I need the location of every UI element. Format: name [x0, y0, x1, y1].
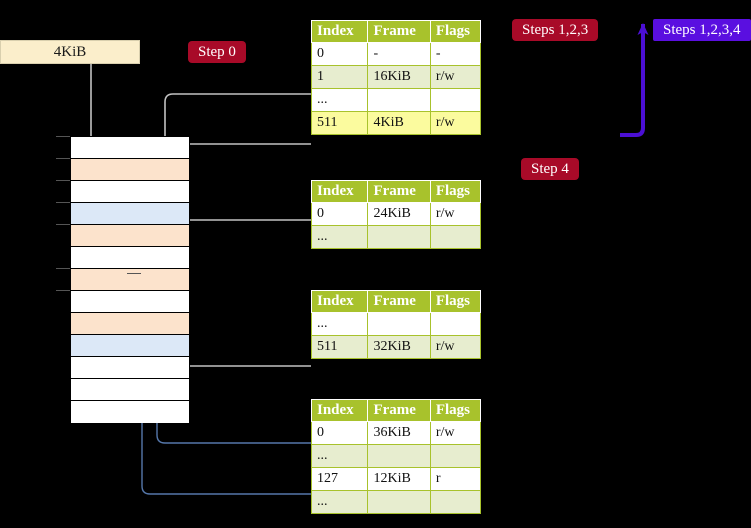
steps-123-label: Steps 1,2,3: [512, 19, 599, 41]
cell-flags: r/w: [429, 335, 482, 359]
cell-frame: 4KiB: [367, 111, 431, 135]
memory-row: [71, 203, 189, 225]
cell-flags: [429, 225, 482, 249]
cell-index: ...: [310, 312, 369, 336]
cell-frame: [367, 88, 431, 112]
memory-tick: [56, 268, 70, 269]
col-index: Index: [310, 180, 369, 203]
table-row[interactable]: ...: [310, 312, 482, 336]
col-frame: Frame: [367, 20, 431, 43]
physical-memory-column: [70, 136, 190, 423]
cell-index: 1: [310, 65, 369, 89]
steps-1234-label: Steps 1,2,3,4: [653, 19, 751, 41]
col-frame: Frame: [367, 399, 431, 422]
memory-row: [71, 225, 189, 247]
table-row[interactable]: 511 32KiB r/w: [310, 335, 482, 359]
cell-frame: [367, 444, 431, 468]
table-row[interactable]: 0 - -: [310, 42, 482, 66]
memory-tick: [56, 136, 70, 137]
cell-flags: r/w: [429, 111, 482, 135]
cell-index: ...: [310, 88, 369, 112]
memory-row: [71, 357, 189, 379]
table-row[interactable]: ...: [310, 490, 482, 514]
wire-t2row0-to-memory: [171, 219, 311, 266]
table-header-row: Index Frame Flags: [310, 399, 482, 422]
memory-tick: [56, 202, 70, 203]
cell-index: ...: [310, 490, 369, 514]
col-index: Index: [310, 290, 369, 313]
cell-frame: [367, 225, 431, 249]
cell-flags: [429, 312, 482, 336]
col-flags: Flags: [429, 20, 482, 43]
cell-index: 127: [310, 467, 369, 491]
page-table-level-2: Index Frame Flags ... 511 32KiB r/w: [310, 290, 482, 359]
cell-frame: 24KiB: [367, 202, 431, 226]
cell-frame: 32KiB: [367, 335, 431, 359]
memory-row: [71, 181, 189, 203]
wire-t1row511-to-memory: [177, 143, 311, 158]
cell-flags: [429, 444, 482, 468]
step0-label: Step 0: [188, 41, 246, 63]
cell-flags: r/w: [429, 65, 482, 89]
memory-row: [71, 291, 189, 313]
memory-tick: [56, 290, 70, 291]
col-frame: Frame: [367, 290, 431, 313]
col-flags: Flags: [429, 180, 482, 203]
table-row[interactable]: ...: [310, 88, 482, 112]
table-header-row: Index Frame Flags: [310, 180, 482, 203]
table-row[interactable]: 127 12KiB r: [310, 467, 482, 491]
memory-tick: [56, 224, 70, 225]
cell-frame: 12KiB: [367, 467, 431, 491]
memory-row: [71, 379, 189, 401]
table-header-row: Index Frame Flags: [310, 290, 482, 313]
memory-row: [71, 247, 189, 269]
cell-frame: [367, 312, 431, 336]
cell-index: ...: [310, 225, 369, 249]
cell-flags: r/w: [429, 202, 482, 226]
memory-row: [71, 137, 189, 274]
memory-row: [71, 401, 189, 423]
cell-index: 0: [310, 202, 369, 226]
table-row[interactable]: ...: [310, 225, 482, 249]
step4-label: Step 4: [521, 158, 579, 180]
table-row[interactable]: 0 24KiB r/w: [310, 202, 482, 226]
wire-t3row511-to-memory: [176, 314, 311, 367]
size-label-4kib: 4KiB: [0, 40, 140, 64]
cell-index: 0: [310, 42, 369, 66]
table-row[interactable]: 1 16KiB r/w: [310, 65, 482, 89]
memory-row: [71, 313, 189, 335]
cell-frame: -: [367, 42, 431, 66]
col-index: Index: [310, 399, 369, 422]
memory-tick: [56, 180, 70, 181]
col-index: Index: [310, 20, 369, 43]
cell-index: ...: [310, 444, 369, 468]
page-table-level-3: Index Frame Flags 0 24KiB r/w ...: [310, 180, 482, 249]
col-flags: Flags: [429, 399, 482, 422]
cell-flags: [429, 490, 482, 514]
page-table-level-4: Index Frame Flags 0 - - 1 16KiB r/w ...: [310, 20, 482, 135]
cell-index: 511: [310, 111, 369, 135]
memory-row: [71, 159, 189, 181]
cell-flags: r/w: [429, 421, 482, 445]
cell-frame: 16KiB: [367, 65, 431, 89]
memory-row: [71, 335, 189, 357]
cell-frame: 36KiB: [367, 421, 431, 445]
cell-flags: -: [429, 42, 482, 66]
cell-flags: r: [429, 467, 482, 491]
table-header-row: Index Frame Flags: [310, 20, 482, 43]
col-frame: Frame: [367, 180, 431, 203]
cell-index: 511: [310, 335, 369, 359]
cell-flags: [429, 88, 482, 112]
table-row[interactable]: 0 36KiB r/w: [310, 421, 482, 445]
page-table-level-1: Index Frame Flags 0 36KiB r/w ... 127 12…: [310, 399, 482, 514]
table-row[interactable]: 511 4KiB r/w: [310, 111, 482, 135]
steps-1234-bracket-arrow: [620, 23, 649, 137]
memory-row: [71, 269, 189, 291]
memory-tick: [56, 158, 70, 159]
table-row[interactable]: ...: [310, 444, 482, 468]
col-flags: Flags: [429, 290, 482, 313]
cell-frame: [367, 490, 431, 514]
cell-index: 0: [310, 421, 369, 445]
